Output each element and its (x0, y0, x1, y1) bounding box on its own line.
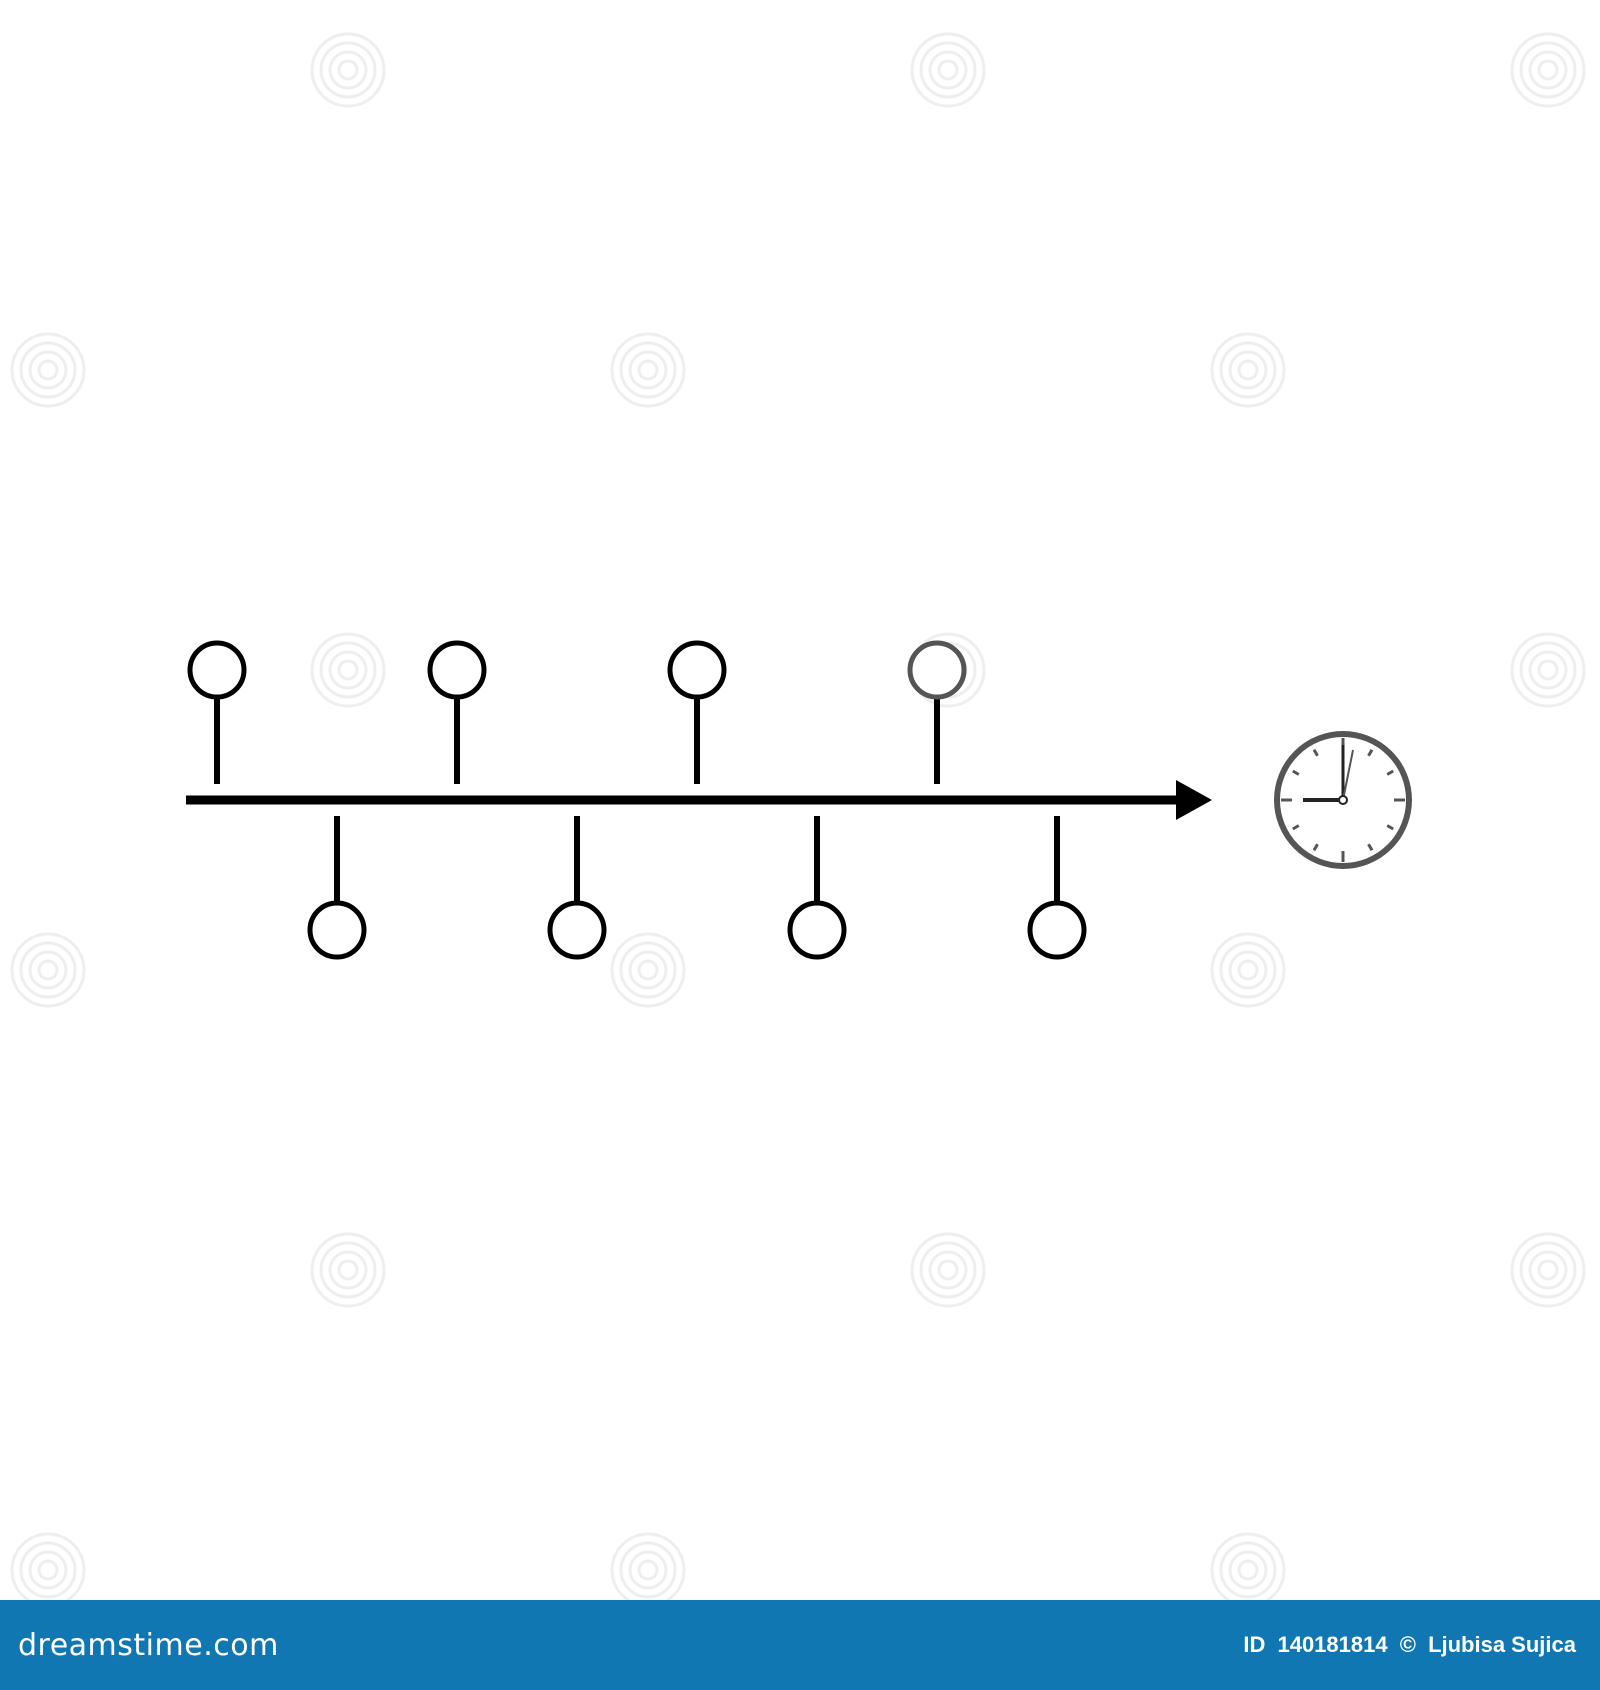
watermark-swirl-icon (1210, 332, 1286, 408)
copyright-symbol: © (1399, 1632, 1416, 1657)
watermark-swirl-icon (10, 932, 86, 1008)
clock-icon (1274, 731, 1412, 869)
timeline-node-7 (907, 640, 967, 784)
timeline-node-6 (787, 816, 847, 960)
clock-tick (1312, 749, 1319, 757)
id-label: ID (1243, 1632, 1266, 1657)
node-circle (547, 900, 607, 960)
watermark-swirl-icon (10, 1532, 86, 1600)
watermark-swirl-icon (1510, 32, 1586, 108)
watermark-swirl-icon (310, 32, 386, 108)
clock-tick (1292, 824, 1300, 831)
clock-tick (1386, 824, 1394, 831)
node-circle (427, 640, 487, 700)
footer-bar: dreamstime.com ID 140181814 © Ljubisa Su… (0, 1600, 1600, 1690)
watermark-swirl-icon (610, 332, 686, 408)
node-circle (307, 900, 367, 960)
watermark-swirl-icon (610, 1532, 686, 1600)
clock-tick (1367, 749, 1374, 757)
node-circle (1027, 900, 1087, 960)
timeline-node-5 (667, 640, 727, 784)
image-credit: ID 140181814 © Ljubisa Sujica (1237, 1632, 1576, 1658)
clock-tick (1386, 769, 1394, 776)
node-circle (667, 640, 727, 700)
clock-center-pin (1338, 795, 1348, 805)
clock-tick (1292, 769, 1300, 776)
node-circle (907, 640, 967, 700)
watermark-swirl-icon (910, 32, 986, 108)
watermark-swirl-icon (1210, 932, 1286, 1008)
watermark-swirl-icon (910, 1232, 986, 1308)
clock-tick (1312, 843, 1319, 851)
timeline-node-4 (547, 816, 607, 960)
watermark-swirl-icon (1510, 632, 1586, 708)
timeline-node-2 (307, 816, 367, 960)
clock-tick (1367, 843, 1374, 851)
node-circle (787, 900, 847, 960)
timeline-node-3 (427, 640, 487, 784)
image-id: 140181814 (1277, 1632, 1388, 1657)
author-name: Ljubisa Sujica (1428, 1632, 1576, 1657)
clock-second-hand (1342, 749, 1354, 801)
watermark-swirl-icon (310, 632, 386, 708)
watermark-swirl-icon (1510, 1232, 1586, 1308)
footer-logo: dreamstime.com (18, 1627, 279, 1663)
node-circle (187, 640, 247, 700)
arrowhead-icon (1176, 780, 1212, 820)
timeline-node-1 (187, 640, 247, 784)
watermark-swirl-icon (1210, 1532, 1286, 1600)
watermark-swirl-icon (10, 332, 86, 408)
timeline-node-8 (1027, 816, 1087, 960)
watermark-swirl-icon (310, 1232, 386, 1308)
timeline-nodes (187, 640, 1087, 960)
watermark-swirl-icon (610, 932, 686, 1008)
timeline-diagram (10, 32, 1586, 1600)
